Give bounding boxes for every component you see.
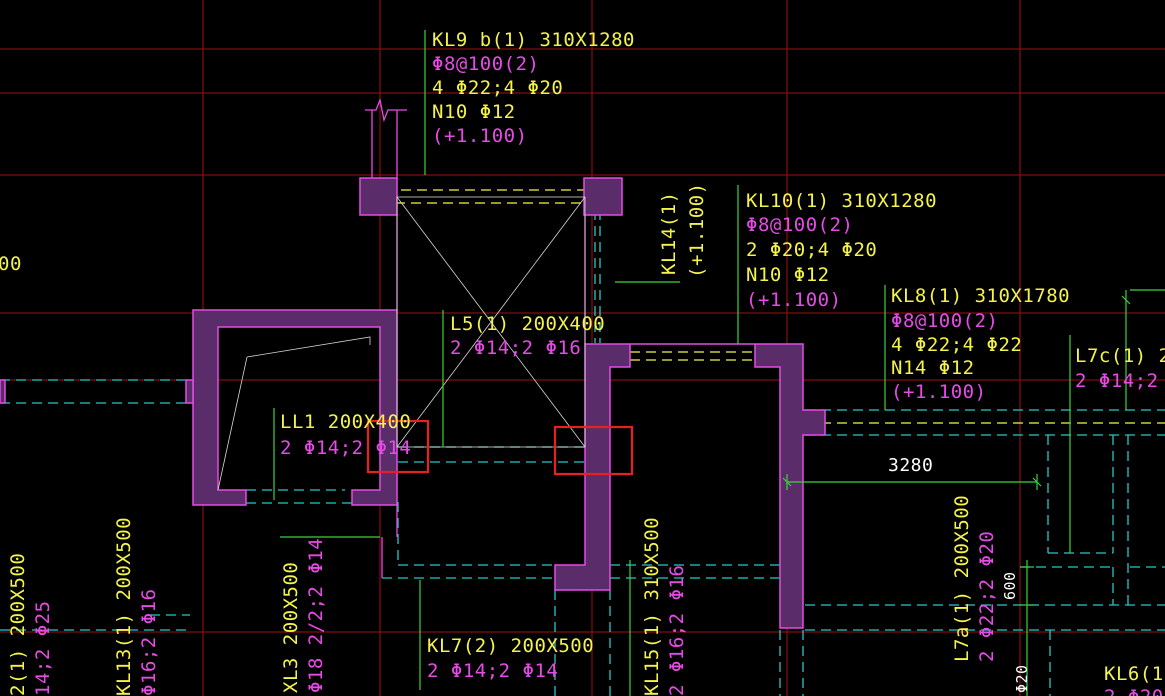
label-kl7: KL7(2) 200X500 2 Φ14;2 Φ14 — [427, 635, 594, 682]
dimension-3280: 3280 — [888, 455, 933, 476]
kl9b-line-2: Φ8@100(2) — [432, 53, 539, 75]
label-kl10: KL10(1) 310X1280 Φ8@100(2) 2 Φ20;4 Φ20 N… — [746, 190, 937, 311]
highlight-boxes — [366, 419, 634, 476]
kl8-line-3: 4 Φ22;4 Φ22 — [891, 334, 1022, 356]
l7a-line-2: 2 Φ22;2 Φ20 — [976, 531, 998, 662]
label-left-beam: 2(1) 200X500 14;2 Φ25 — [7, 553, 54, 696]
left-beam-line-1: 2(1) 200X500 — [7, 553, 29, 696]
kl15-line-2: 2 Φ16;2 Φ16 — [666, 565, 688, 696]
xl3-line-2: Φ18 2/2;2 Φ14 — [305, 538, 327, 693]
ll1-line-2: 2 Φ14;2 Φ14 — [280, 437, 411, 459]
label-kl14: KL14(1) (+1.100) — [658, 182, 708, 278]
kl9b-line-1: KL9 b(1) 310X1280 — [432, 29, 635, 51]
left-cut-label: 00 — [0, 253, 22, 275]
kl9b-line-3: 4 Φ22;4 Φ20 — [432, 77, 563, 99]
kl9b-line-4: N10 Φ12 — [432, 101, 516, 123]
kl8-line-2: Φ8@100(2) — [891, 310, 998, 332]
kl14-line-2: (+1.100) — [686, 182, 708, 278]
kl9b-line-5: (+1.100) — [432, 125, 528, 147]
l7c-line-2: 2 Φ14;2 Φ14 — [1075, 370, 1165, 392]
label-l7c: L7c(1) 200 2 Φ14;2 Φ14 — [1075, 345, 1165, 392]
kl8-line-5: (+1.100) — [891, 381, 987, 403]
kl13-line-1: KL13(1) 200X500 — [113, 517, 135, 696]
kl10-line-1: KL10(1) 310X1280 — [746, 190, 937, 212]
kl10-line-4: N10 Φ12 — [746, 264, 830, 286]
ll1-line-1: LL1 200X400 — [280, 411, 411, 433]
label-kl8: KL8(1) 310X1780 Φ8@100(2) 4 Φ22;4 Φ22 N1… — [891, 285, 1070, 403]
l5-line-1: L5(1) 200X400 — [450, 313, 605, 335]
kl6-line-2: 2 Φ20 — [1104, 686, 1164, 696]
opening-cross — [217, 196, 586, 491]
kl10-line-3: 2 Φ20;4 Φ20 — [746, 239, 877, 261]
beam-dashes — [0, 210, 1165, 696]
kl7-line-2: 2 Φ14;2 Φ14 — [427, 660, 558, 682]
l5-line-2: 2 Φ14;2 Φ16 — [450, 337, 581, 359]
kl13-line-2: Φ16;2 Φ16 — [138, 589, 160, 696]
label-kl15: KL15(1) 310X500 2 Φ16;2 Φ16 — [641, 517, 688, 696]
kl8-line-1: KL8(1) 310X1780 — [891, 285, 1070, 307]
left-beam-line-2: 14;2 Φ25 — [32, 600, 54, 696]
rebar-phi20: Φ20 — [1013, 664, 1031, 693]
label-ll1: LL1 200X400 2 Φ14;2 Φ14 — [280, 411, 411, 459]
leaders — [273, 30, 1165, 696]
kl6-line-1: KL6(1) — [1104, 663, 1165, 685]
xl3-line-1: XL3 200X500 — [280, 562, 302, 693]
beam-dashes-yellow — [385, 189, 1165, 424]
label-kl9b: KL9 b(1) 310X1280 Φ8@100(2) 4 Φ22;4 Φ20 … — [432, 29, 635, 147]
label-l5: L5(1) 200X400 2 Φ14;2 Φ16 — [450, 313, 605, 359]
label-kl6: KL6(1) 2 Φ20 — [1104, 663, 1165, 696]
kl10-line-5: (+1.100) — [746, 289, 842, 311]
l7a-line-1: L7a(1) 200X500 — [951, 495, 973, 662]
dimension-600: 600 — [1001, 571, 1019, 600]
kl14-line-1: KL14(1) — [658, 191, 680, 275]
label-xl3: XL3 200X500 Φ18 2/2;2 Φ14 — [280, 538, 327, 693]
label-l7a: L7a(1) 200X500 2 Φ22;2 Φ20 — [951, 495, 998, 662]
kl10-line-2: Φ8@100(2) — [746, 214, 853, 236]
l7c-line-1: L7c(1) 200 — [1075, 345, 1165, 367]
label-kl13: KL13(1) 200X500 Φ16;2 Φ16 — [113, 517, 160, 696]
kl8-line-4: N14 Φ12 — [891, 357, 975, 379]
kl7-line-1: KL7(2) 200X500 — [427, 635, 594, 657]
kl15-line-1: KL15(1) 310X500 — [641, 517, 663, 696]
